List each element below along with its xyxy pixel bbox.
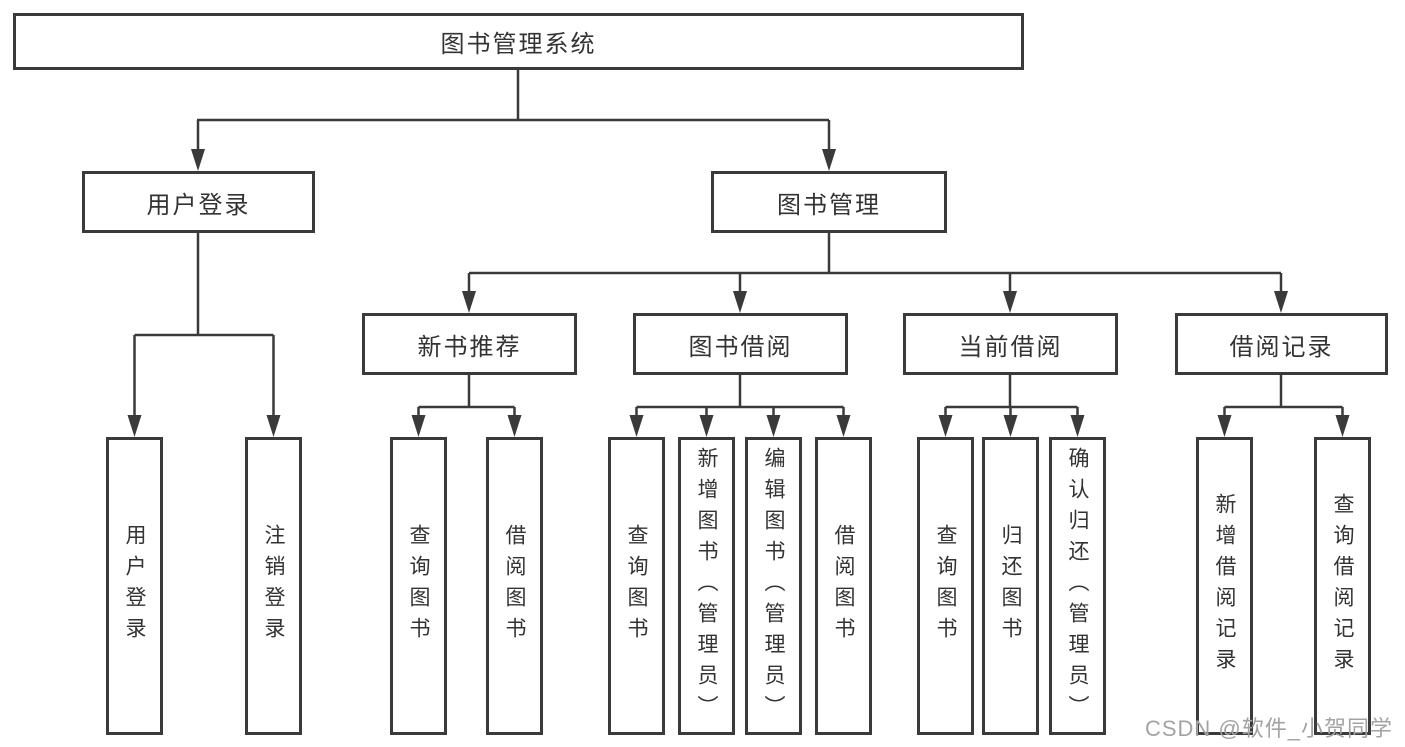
leaf-label: 用户登录 — [123, 524, 146, 648]
node-label: 图书管理 — [777, 191, 881, 219]
connector-borrow-to-leaves — [635, 375, 845, 419]
arrowhead — [1003, 291, 1017, 313]
leaf-label: 新增借阅记录 — [1213, 493, 1236, 679]
leaf-query-books-recommend: 查询图书 — [390, 437, 447, 735]
node-new-book-recommend: 新书推荐 — [362, 313, 577, 375]
leaf-borrow-books: 借阅图书 — [815, 437, 872, 735]
arrowhead — [836, 415, 851, 437]
node-book-management: 图书管理 — [711, 171, 947, 233]
arrowhead — [766, 415, 781, 437]
arrowhead — [1003, 415, 1018, 437]
leaf-return-books: 归还图书 — [982, 437, 1039, 735]
connector-newrec-to-leaves — [417, 375, 516, 419]
arrowhead — [462, 291, 476, 313]
connector-group — [133, 70, 1344, 419]
leaf-label: 查询图书 — [934, 524, 957, 648]
leaf-label: 注销登录 — [262, 524, 285, 648]
arrowhead — [629, 415, 644, 437]
node-label: 新书推荐 — [417, 333, 522, 361]
leaf-add-borrow-record: 新增借阅记录 — [1196, 437, 1253, 735]
arrowhead — [699, 415, 714, 437]
leaf-confirm-return-admin: 确认归还（管理员） — [1049, 437, 1106, 735]
arrowhead — [1070, 415, 1085, 437]
arrowhead — [733, 291, 747, 313]
arrowhead — [1217, 415, 1232, 437]
arrowhead — [127, 415, 142, 437]
leaf-borrow-books-recommend: 借阅图书 — [486, 437, 543, 735]
node-label: 借阅记录 — [1229, 333, 1334, 361]
node-label: 当前借阅 — [958, 333, 1063, 361]
arrowhead — [1274, 291, 1288, 313]
node-label: 图书借阅 — [688, 333, 793, 361]
arrowhead — [938, 415, 953, 437]
leaf-label: 查询借阅记录 — [1331, 493, 1354, 679]
leaf-query-books-current: 查询图书 — [917, 437, 974, 735]
csdn-watermark: CSDN @软件_小贺同学 — [1144, 716, 1393, 741]
arrowhead — [507, 415, 522, 437]
leaf-query-books-borrow: 查询图书 — [608, 437, 665, 735]
connector-root-to-level2 — [196, 70, 831, 152]
leaf-label: 编辑图书（管理员） — [762, 446, 785, 726]
connector-records-to-leaves — [1223, 375, 1344, 419]
leaf-query-borrow-record: 查询借阅记录 — [1314, 437, 1371, 735]
node-current-borrow: 当前借阅 — [903, 313, 1118, 375]
connector-mgmt-to-level3 — [467, 233, 1283, 295]
connector-current-to-leaves — [944, 375, 1079, 419]
node-library-management-system: 图书管理系统 — [13, 13, 1024, 70]
leaf-edit-books-admin: 编辑图书（管理员） — [745, 437, 802, 735]
arrowhead — [266, 415, 281, 437]
arrowheads-group — [127, 149, 1350, 437]
node-user-login: 用户登录 — [82, 171, 315, 233]
arrowhead — [191, 149, 205, 171]
node-label: 用户登录 — [146, 191, 251, 219]
arrowhead — [411, 415, 426, 437]
node-book-borrow: 图书借阅 — [633, 313, 848, 375]
leaf-add-books-admin: 新增图书（管理员） — [678, 437, 735, 735]
leaf-logout: 注销登录 — [245, 437, 302, 735]
leaf-label: 查询图书 — [407, 524, 430, 648]
arrowhead — [822, 149, 836, 171]
leaf-label: 借阅图书 — [832, 524, 855, 648]
leaf-label: 查询图书 — [625, 524, 648, 648]
leaf-user-login: 用户登录 — [106, 437, 163, 735]
leaf-label: 确认归还（管理员） — [1066, 446, 1089, 726]
leaf-label: 新增图书（管理员） — [695, 446, 718, 726]
node-label: 图书管理系统 — [440, 31, 597, 58]
leaf-label: 归还图书 — [999, 524, 1022, 648]
connector-login-to-leaves — [133, 233, 275, 419]
arrowhead — [1335, 415, 1350, 437]
node-borrow-records: 借阅记录 — [1175, 313, 1388, 375]
leaf-label: 借阅图书 — [503, 524, 526, 648]
